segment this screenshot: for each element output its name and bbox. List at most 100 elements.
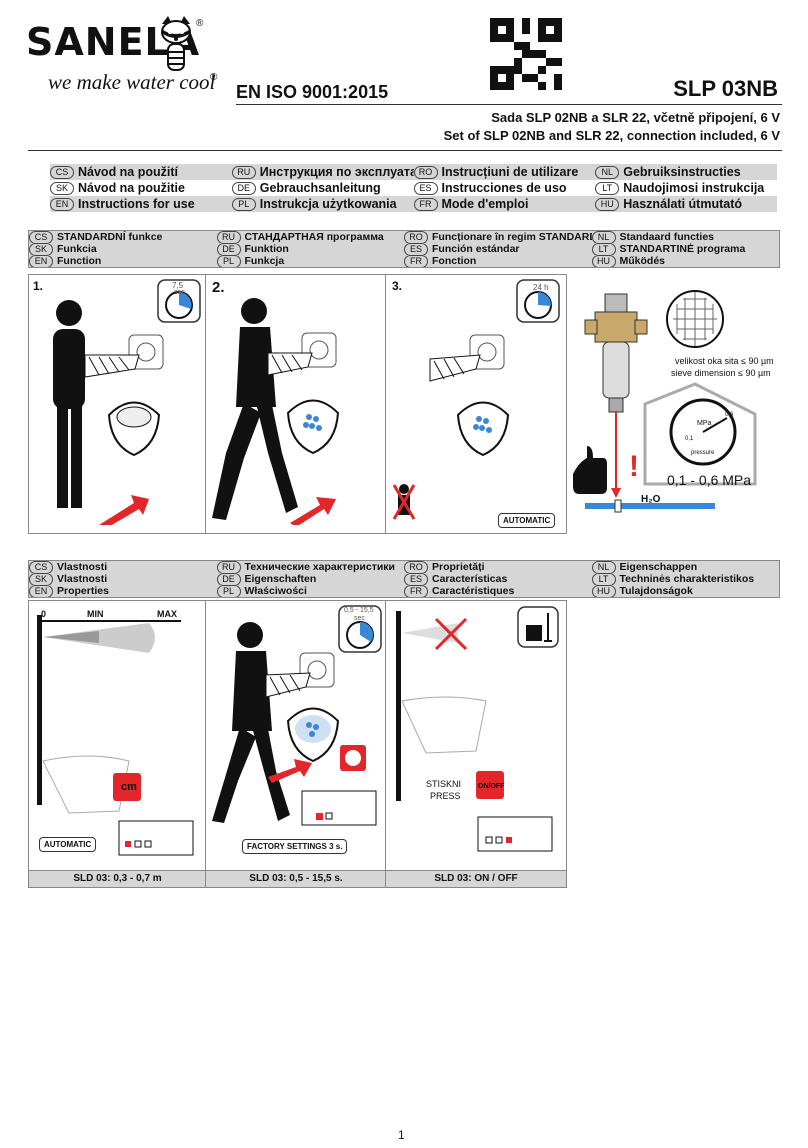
language-code-badge: NL	[595, 165, 620, 179]
registered-mark: ®	[196, 18, 204, 29]
timer-24h-label: 24 h	[533, 283, 549, 292]
lang-text: Instructions for use	[78, 197, 195, 211]
language-code-badge: PL	[216, 255, 241, 267]
lang-text: Instrukcja użytkowania	[259, 197, 397, 211]
step1-number: 1.	[33, 279, 44, 293]
model-number: SLP 03NB	[673, 76, 778, 101]
step2-number: 2.	[212, 279, 225, 296]
subtitle-cs: Sada SLP 02NB a SLR 22, včetně připojení…	[491, 110, 780, 125]
section-text: Techninės charakteristikos	[619, 573, 755, 585]
header-divider	[236, 104, 782, 105]
section-text: Fonction	[432, 255, 477, 267]
press-en: PRESS	[430, 791, 461, 801]
language-code-badge: SK	[29, 573, 53, 585]
footer-onoff: SLD 03: ON / OFF	[385, 870, 567, 888]
scale-zero: 0	[41, 609, 47, 619]
qr-code-icon	[490, 18, 562, 90]
timer-24h-icon	[516, 279, 560, 323]
language-code-badge: EN	[29, 585, 53, 597]
language-code-badge: HU	[591, 255, 616, 267]
language-code-badge: ES	[404, 573, 428, 585]
lang-text: Mode d'emploi	[441, 197, 529, 211]
section-text: Eigenschappen	[619, 561, 698, 573]
press-cs: STISKNI	[426, 779, 462, 789]
footer-range: SLD 03: 0,3 - 0,7 m	[28, 870, 207, 888]
timer-range-unit: sec	[354, 615, 365, 622]
lang-text: Návod na použitie	[78, 181, 185, 195]
lang-text: Instrucciones de uso	[441, 181, 567, 195]
header-divider-2	[28, 150, 782, 151]
urinal-flush-illustration	[392, 334, 510, 520]
language-code-badge: HU	[591, 585, 616, 597]
section-cell: EN Properties	[29, 585, 217, 597]
section-text: Właściwości	[244, 585, 307, 597]
sieve-text-en: sieve dimension ≤ 90 µm	[671, 368, 771, 378]
language-code-badge: PL	[231, 197, 256, 211]
language-code-badge: SK	[29, 243, 53, 255]
language-code-badge: RU	[216, 561, 241, 573]
language-code-badge: HU	[595, 197, 620, 211]
section-text: Properties	[57, 585, 109, 597]
automatic-label-2: AUTOMATIC	[39, 837, 97, 852]
section-text: Function	[57, 255, 102, 267]
person-standing-illustration	[53, 300, 164, 525]
language-code-badge: NL	[591, 231, 616, 243]
language-code-badge: CS	[29, 561, 53, 573]
lang-text: Naudojimosi instrukcija	[623, 181, 765, 195]
language-code-badge: DE	[216, 243, 241, 255]
section-text: Eigenschaften	[244, 573, 317, 585]
gauge-tick-high: 0,6	[725, 412, 734, 418]
language-code-badge: CS	[50, 165, 74, 179]
water-label: H₂O	[641, 494, 661, 505]
step3-panel: 3. 24 h AUTOMATIC	[385, 274, 567, 534]
section-text: Vlastnosti	[57, 573, 108, 585]
section-text: СТАНДАРТНАЯ программа	[244, 231, 384, 243]
language-code-badge: LT	[595, 181, 620, 195]
section-text: STANDARDNÍ funkce	[57, 231, 163, 243]
language-code-badge: RO	[404, 231, 428, 243]
section-text: Standaard functies	[619, 231, 715, 243]
language-code-badge: CS	[29, 231, 53, 243]
lang-text: Gebrauchsanleitung	[259, 181, 381, 195]
section-text: Vlastnosti	[57, 561, 108, 573]
language-code-badge: DE	[231, 181, 256, 195]
subtitle-en: Set of SLP 02NB and SLR 22, connection i…	[443, 128, 780, 143]
section-text: Caractéristiques	[432, 585, 515, 597]
step1-panel: 1. 7,5 sec	[28, 274, 207, 534]
cleaning-disabled-illustration	[396, 606, 559, 852]
language-code-badge: DE	[216, 573, 241, 585]
timer-range: 0,5 - 15,5	[344, 607, 374, 614]
filter-area: velikost oka sita ≤ 90 µm sieve dimensio…	[565, 274, 780, 532]
lang-text: Инструкция по эксплуатации	[259, 165, 414, 179]
lang-cell: SK Návod na použitie	[50, 180, 232, 196]
sieve-text-cs: velikost oka sita ≤ 90 µm	[675, 356, 774, 366]
gauge-pressure-label: pressure	[691, 450, 715, 456]
language-code-badge: SK	[50, 181, 74, 195]
